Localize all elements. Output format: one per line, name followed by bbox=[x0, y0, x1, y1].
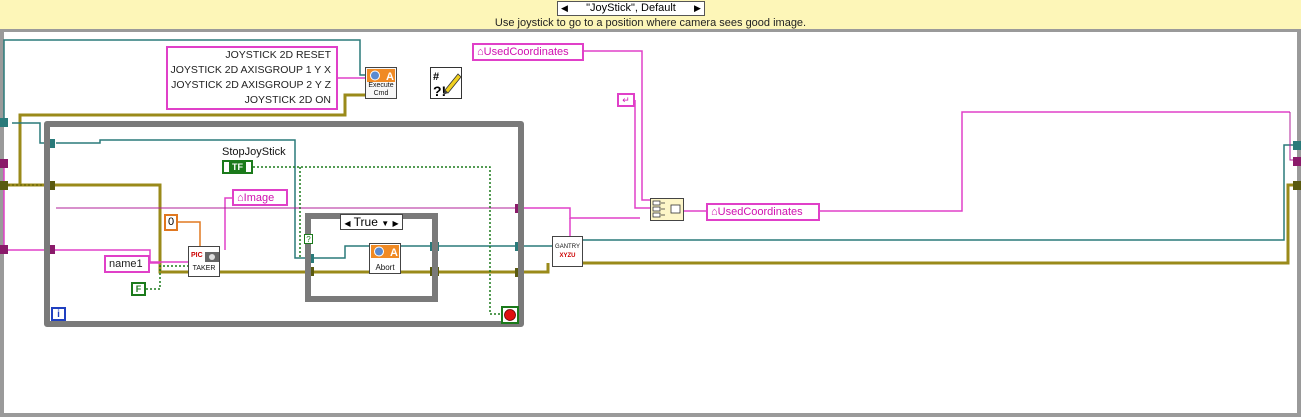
iteration-terminal: i bbox=[51, 307, 66, 321]
command-line: JOYSTICK 2D ON bbox=[244, 94, 331, 106]
numeric-constant[interactable]: 0 bbox=[164, 214, 178, 231]
stop-icon bbox=[504, 309, 516, 321]
loop-condition-terminal[interactable] bbox=[501, 306, 519, 324]
bundle-node[interactable] bbox=[650, 198, 684, 221]
image-reference[interactable]: ⌂Image bbox=[232, 189, 288, 206]
home-icon: ⌂ bbox=[477, 46, 484, 58]
stop-joystick-type: TF bbox=[229, 162, 246, 172]
case-selector-terminal: ? bbox=[304, 234, 313, 244]
used-coordinates-label: UsedCoordinates bbox=[717, 206, 803, 218]
case-selector-value: "JoyStick", Default bbox=[586, 2, 676, 14]
pic-label-icon: PIC bbox=[191, 252, 203, 259]
case-comment: Use joystick to go to a position where c… bbox=[494, 17, 807, 29]
stop-joystick-terminal[interactable]: TF bbox=[222, 160, 253, 174]
svg-text:A: A bbox=[390, 247, 398, 259]
abort-subvi[interactable]: A Abort bbox=[369, 243, 401, 274]
gantry-xyzu-subvi[interactable]: GANTRY XYZU bbox=[552, 236, 583, 267]
while-loop bbox=[44, 121, 524, 327]
inner-case-value: True bbox=[353, 215, 378, 229]
command-line: JOYSTICK 2D AXISGROUP 2 Y Z bbox=[171, 79, 331, 91]
pic-taker-label: TAKER bbox=[192, 265, 216, 272]
decrement-arrow-icon[interactable]: ◀ bbox=[561, 3, 568, 13]
svg-text:#: # bbox=[433, 71, 439, 83]
increment-arrow-icon[interactable]: ▶ bbox=[694, 3, 701, 13]
boolean-constant[interactable]: F bbox=[131, 282, 146, 296]
inner-case-selector[interactable]: ◀ True ▼ ▶ bbox=[340, 214, 403, 230]
name-constant[interactable]: name1 bbox=[104, 255, 150, 273]
used-coordinates-reference[interactable]: ⌂UsedCoordinates bbox=[706, 203, 820, 221]
decrement-arrow-icon[interactable]: ◀ bbox=[344, 219, 351, 228]
image-label: Image bbox=[243, 192, 275, 204]
return-icon: ↵ bbox=[622, 95, 630, 105]
dropdown-arrow-icon[interactable]: ▼ bbox=[381, 219, 390, 228]
gantry-axes-label: XYZU bbox=[559, 253, 576, 259]
home-icon: ⌂ bbox=[237, 192, 244, 204]
stop-joystick-label: StopJoyStick bbox=[222, 146, 286, 158]
case-selector[interactable]: ◀ "JoyStick", Default ▶ bbox=[557, 1, 705, 16]
execute-icon: A bbox=[367, 69, 395, 83]
execute-cmd-label: Execute Cmd bbox=[368, 82, 394, 97]
svg-text:A: A bbox=[386, 71, 394, 83]
pic-taker-subvi[interactable]: PIC TAKER bbox=[188, 246, 220, 277]
bundle-icon bbox=[652, 200, 681, 218]
home-icon: ⌂ bbox=[711, 206, 718, 218]
abort-icon: A bbox=[371, 245, 399, 259]
error-handler-icon: # ?! bbox=[433, 71, 462, 99]
command-line: JOYSTICK 2D RESET bbox=[225, 49, 331, 61]
pink-constant[interactable]: ↵ bbox=[617, 93, 635, 107]
used-coordinates-label: UsedCoordinates bbox=[483, 46, 569, 58]
gantry-label: GANTRY bbox=[555, 244, 580, 250]
error-handler-subvi[interactable]: # ?! bbox=[430, 67, 462, 99]
joystick-commands-constant[interactable]: JOYSTICK 2D RESET JOYSTICK 2D AXISGROUP … bbox=[166, 46, 338, 110]
execute-cmd-subvi[interactable]: A Execute Cmd bbox=[365, 67, 397, 99]
abort-label: Abort bbox=[375, 263, 395, 272]
camera-icon bbox=[205, 252, 219, 262]
used-coordinates-reference[interactable]: ⌂UsedCoordinates bbox=[472, 43, 584, 61]
command-line: JOYSTICK 2D AXISGROUP 1 Y X bbox=[170, 64, 331, 76]
increment-arrow-icon[interactable]: ▶ bbox=[392, 219, 399, 228]
svg-text:?!: ?! bbox=[433, 83, 446, 98]
